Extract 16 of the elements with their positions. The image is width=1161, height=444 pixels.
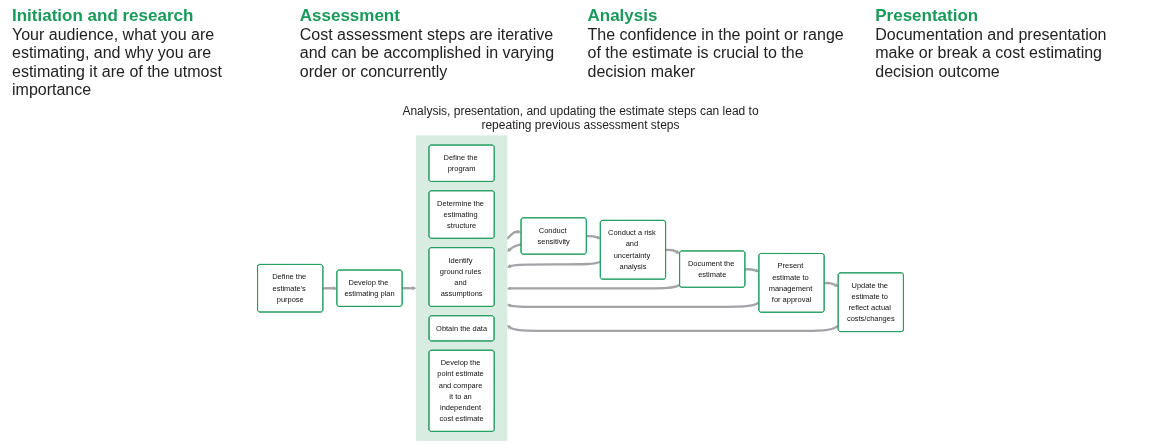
phase-description: Documentation and presentation make or break a cost estimating decision outcome xyxy=(875,26,1108,82)
phase-heading: Presentation xyxy=(875,6,980,26)
phase-heading: Analysis xyxy=(587,6,659,26)
phase-heading: Initiation and research xyxy=(12,6,195,26)
phase-description: Cost assessment steps are iterative and can be accomplished in varying order or concurrently xyxy=(299,26,556,82)
arrow xyxy=(506,242,522,252)
arrow xyxy=(506,260,601,268)
phase-description: Your audience, what you are estimating, and why you are estimating it are of the utmost importance xyxy=(12,26,223,100)
phase-heading: Assessment xyxy=(299,6,401,26)
phase-description: The confidence in the point or range of the estimate is crucial to the decision maker xyxy=(587,26,845,82)
cluster xyxy=(415,135,508,441)
arrow xyxy=(506,283,681,291)
arrow xyxy=(506,301,760,308)
note-text: Analysis, presentation, and updating the estimate steps can lead to repeating previous assessment steps xyxy=(401,103,760,132)
arrow xyxy=(506,324,839,332)
arrow xyxy=(665,248,680,254)
